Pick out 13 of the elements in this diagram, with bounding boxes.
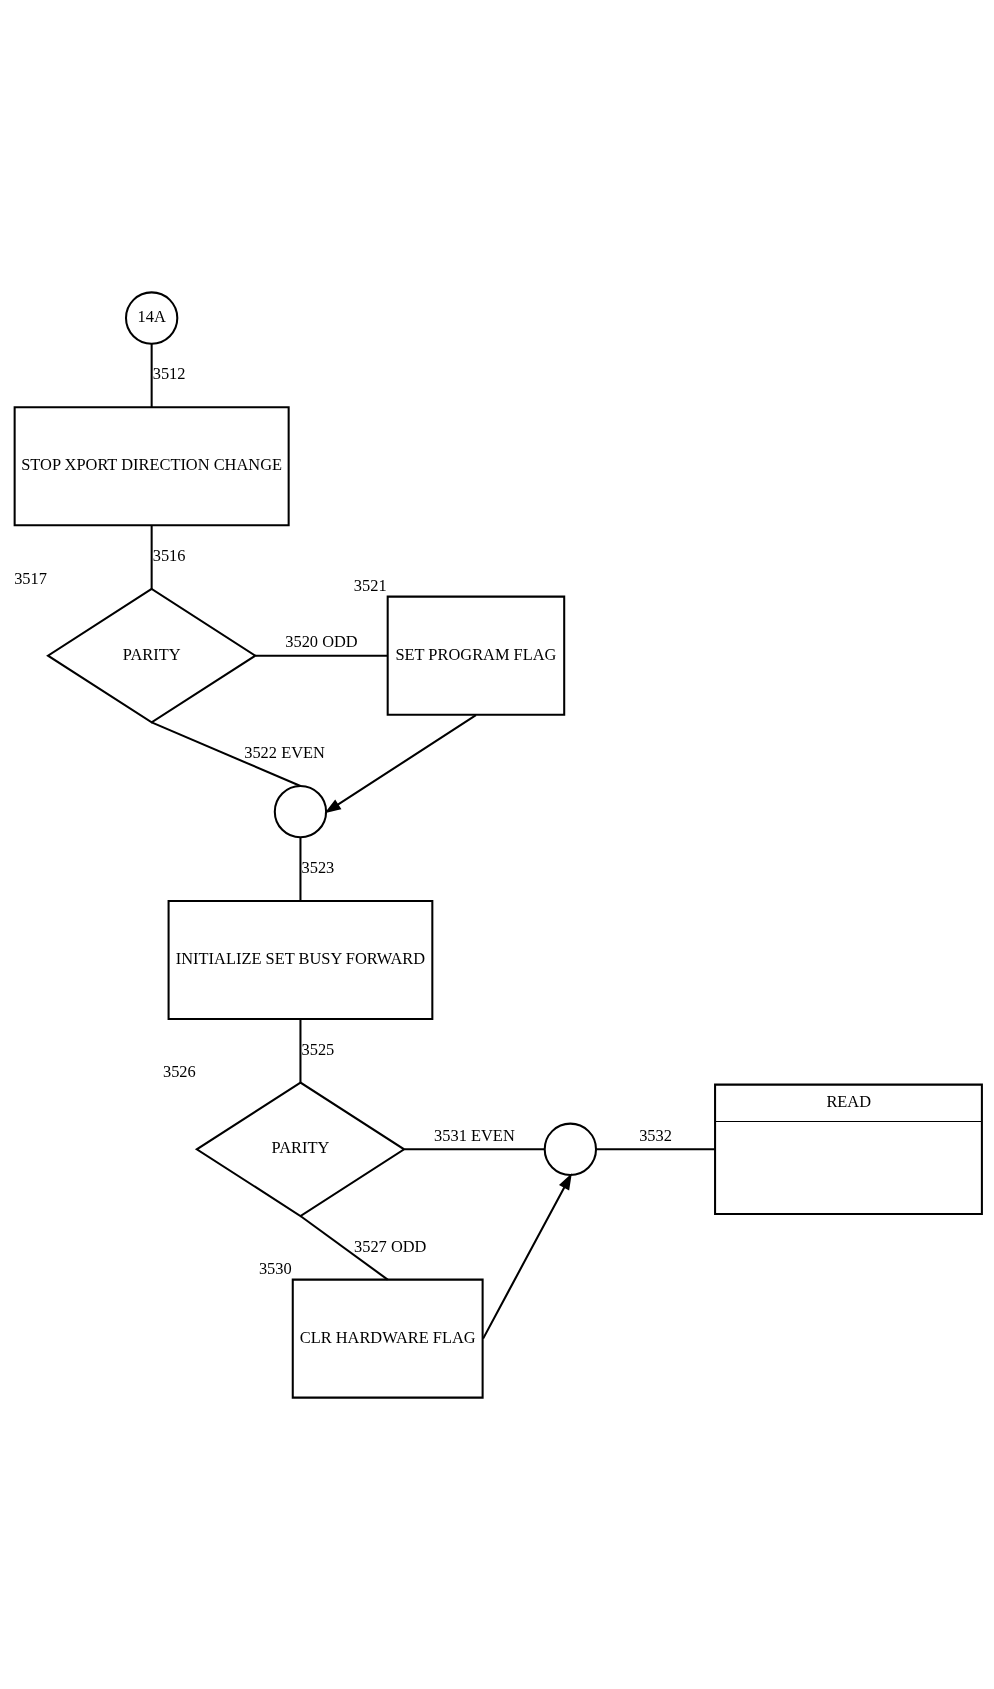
edge-label: 3512 xyxy=(152,363,185,383)
edge-label: 3520 ODD xyxy=(284,631,358,651)
node-label: 3521 xyxy=(353,575,387,595)
edge-label: 3523 xyxy=(301,857,334,877)
edge-label: 3525 xyxy=(301,1039,334,1059)
edge-label: 3527 ODD xyxy=(353,1236,426,1256)
edge-label: 3516 xyxy=(152,545,185,565)
edge-label: 3522 EVEN xyxy=(243,742,325,762)
edge-label: 3532 xyxy=(638,1125,672,1145)
node-label: 3530 xyxy=(258,1258,292,1278)
node-label: 3526 xyxy=(162,1061,196,1081)
edge-label: 3531 EVEN xyxy=(433,1125,515,1145)
node-label: 3517 xyxy=(13,568,47,588)
